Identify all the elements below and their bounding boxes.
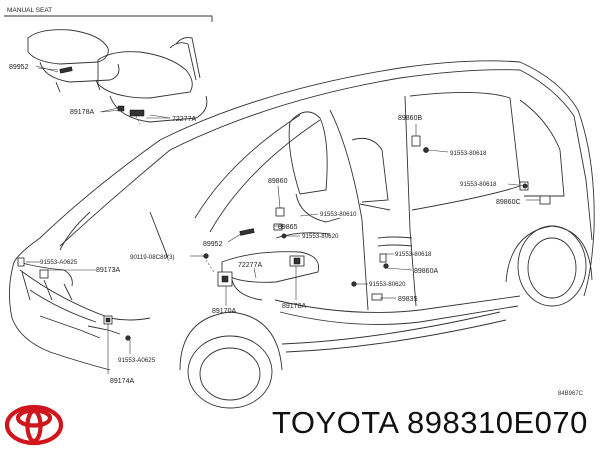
label-91553-a0625-b: 91553-A0625 [118, 357, 156, 364]
label-91553-80618-a: 91553-80618 [450, 150, 487, 157]
label-89170a: 89170A [212, 308, 236, 315]
label-89173a: 89173A [96, 267, 120, 274]
label-90119-08c89: 90119-08C89(3) [130, 254, 175, 261]
toyota-logo-icon [4, 404, 64, 446]
label-91553-80620-a: 91553-80620 [302, 233, 339, 240]
label-72277a-inset: 72277A [172, 116, 196, 123]
label-91553-80620-b: 91553-80620 [369, 281, 406, 288]
logo-rings [4, 404, 64, 446]
label-72277a: 72277A [238, 262, 262, 269]
part-labels: 89952 89178A 72277A 89860B 91553-80618 9… [9, 64, 521, 385]
inset-header: MANUAL SEAT [7, 7, 52, 14]
label-89860c: 89860C [496, 199, 521, 206]
label-89860b: 89860B [398, 115, 422, 122]
label-91553-80618-b: 91553-80618 [460, 181, 497, 188]
label-89174a: 89174A [110, 378, 134, 385]
label-89952: 89952 [203, 241, 223, 248]
label-89835: 89835 [398, 296, 418, 303]
part-number: 898310E070 [407, 405, 588, 440]
car-body [9, 60, 595, 409]
label-89952-inset: 89952 [9, 64, 29, 71]
label-89865: 89865 [278, 224, 298, 231]
leader-lines [15, 65, 540, 374]
label-89178a: 89178A [282, 303, 306, 310]
label-89178a-inset: 89178A [70, 109, 94, 116]
manual-seat-inset: MANUAL SEAT [4, 7, 213, 125]
brand-name: TOYOTA [272, 405, 398, 440]
diagram-ref-code: 84B967C [558, 391, 584, 397]
label-89860: 89860 [268, 178, 288, 185]
label-89860a: 89860A [414, 268, 438, 275]
label-91553-a0625-a: 91553-A0625 [40, 259, 78, 266]
label-91553-80618-c: 91553-80618 [395, 251, 432, 258]
sensor-parts [17, 135, 551, 341]
brand-part-text: TOYOTA 898310E070 [272, 405, 588, 441]
label-91553-80610: 91553-80610 [320, 211, 357, 218]
